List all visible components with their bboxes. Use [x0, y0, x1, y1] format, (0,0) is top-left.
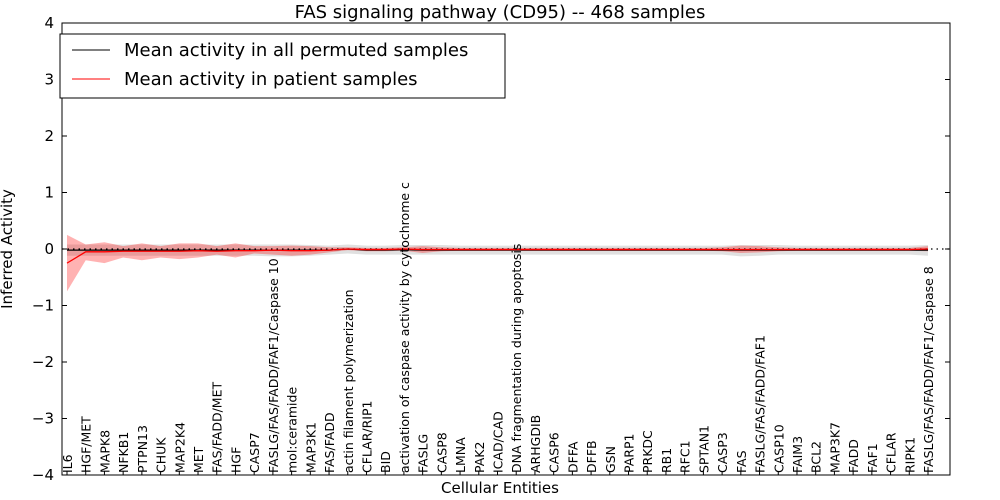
x-tick-label: PARP1	[622, 434, 637, 473]
y-tick-label: −2	[32, 353, 54, 371]
band-series-1	[67, 234, 928, 292]
x-tick-label: FAS/FADD	[322, 412, 337, 473]
x-tick-label: RFC1	[678, 440, 693, 473]
x-tick-label: CHUK	[154, 437, 169, 473]
x-tick-label: FAF1	[865, 443, 880, 473]
x-tick-label: DFFB	[584, 440, 599, 473]
legend-label-patient: Mean activity in patient samples	[124, 69, 418, 90]
y-axis-label: Inferred Activity	[0, 189, 16, 309]
y-tick-label: −3	[32, 410, 54, 428]
y-tick-label: 1	[44, 184, 54, 202]
legend-label-permuted: Mean activity in all permuted samples	[124, 40, 468, 61]
x-tick-label: FASLG/FAS/FADD/FAF1/Caspase 8	[921, 266, 936, 473]
y-tick-label: 3	[44, 71, 54, 89]
x-tick-label: CFLAR/RIP1	[359, 401, 374, 473]
x-tick-label: CASP8	[434, 432, 449, 473]
x-tick-label: FASLG/FAS/FADD/FAF1/Caspase 10	[266, 258, 281, 473]
x-tick-label: SPTAN1	[696, 425, 711, 473]
y-tick-label: −1	[32, 297, 54, 315]
x-tick-label: IL6	[60, 454, 75, 473]
x-tick-label: FAIM3	[790, 436, 805, 473]
x-tick-label: CASP7	[247, 432, 262, 473]
x-tick-label: actin filament polymerization	[341, 289, 356, 473]
legend: Mean activity in all permuted samples Me…	[59, 33, 506, 99]
x-tick-label: DNA fragmentation during apoptosis	[509, 244, 524, 473]
x-tick-label: activation of caspase activity by cytoch…	[397, 182, 412, 473]
y-tick-label: −4	[32, 466, 54, 484]
x-tick-label: HGF	[228, 447, 243, 473]
x-tick-label: CASP3	[715, 432, 730, 473]
x-tick-label: FADD	[846, 439, 861, 473]
x-axis-label: Cellular Entities	[441, 479, 559, 497]
x-tick-label: PAK2	[472, 442, 487, 473]
x-tick-label: mol:ceramide	[285, 387, 300, 473]
x-tick-label: MAP3K1	[303, 422, 318, 473]
x-tick-label: FASLG	[416, 434, 431, 473]
x-tick-label: FASLG/FAS/FADD/FAF1	[753, 335, 768, 473]
x-tick-label: NFKB1	[116, 432, 131, 473]
x-tick-label: CASP6	[547, 432, 562, 473]
x-tick-label: ICAD/CAD	[491, 411, 506, 473]
x-tick-label: FAS/FADD/MET	[210, 382, 225, 473]
y-tick-label: 4	[44, 14, 54, 32]
x-tick-label: MET	[191, 446, 206, 473]
x-tick-label: CFLAR	[884, 432, 899, 473]
x-tick-label: BID	[378, 451, 393, 473]
x-tick-label: MAP2K4	[172, 422, 187, 473]
x-tick-label: GSN	[603, 446, 618, 473]
x-tick-label: DFFA	[565, 441, 580, 473]
x-tick-label: PRKDC	[640, 430, 655, 473]
x-tick-label: MAP3K7	[827, 422, 842, 473]
x-tick-label: RIPK1	[902, 437, 917, 473]
x-tick-label: BCL2	[809, 441, 824, 473]
x-tick-label: MAPK8	[97, 430, 112, 473]
x-tick-label: HGF/MET	[79, 416, 94, 473]
x-tick-label: ARHGDIB	[528, 415, 543, 473]
x-tick-label: FAS	[734, 450, 749, 473]
x-tick-label: PTPN13	[135, 425, 150, 473]
y-tick-label: 0	[44, 240, 54, 258]
x-tick-label: RB1	[659, 448, 674, 473]
chart-title: FAS signaling pathway (CD95) -- 468 samp…	[295, 2, 706, 23]
x-tick-label: LMNA	[453, 437, 468, 473]
y-tick-label: 2	[44, 127, 54, 145]
x-tick-label: CASP10	[771, 424, 786, 473]
